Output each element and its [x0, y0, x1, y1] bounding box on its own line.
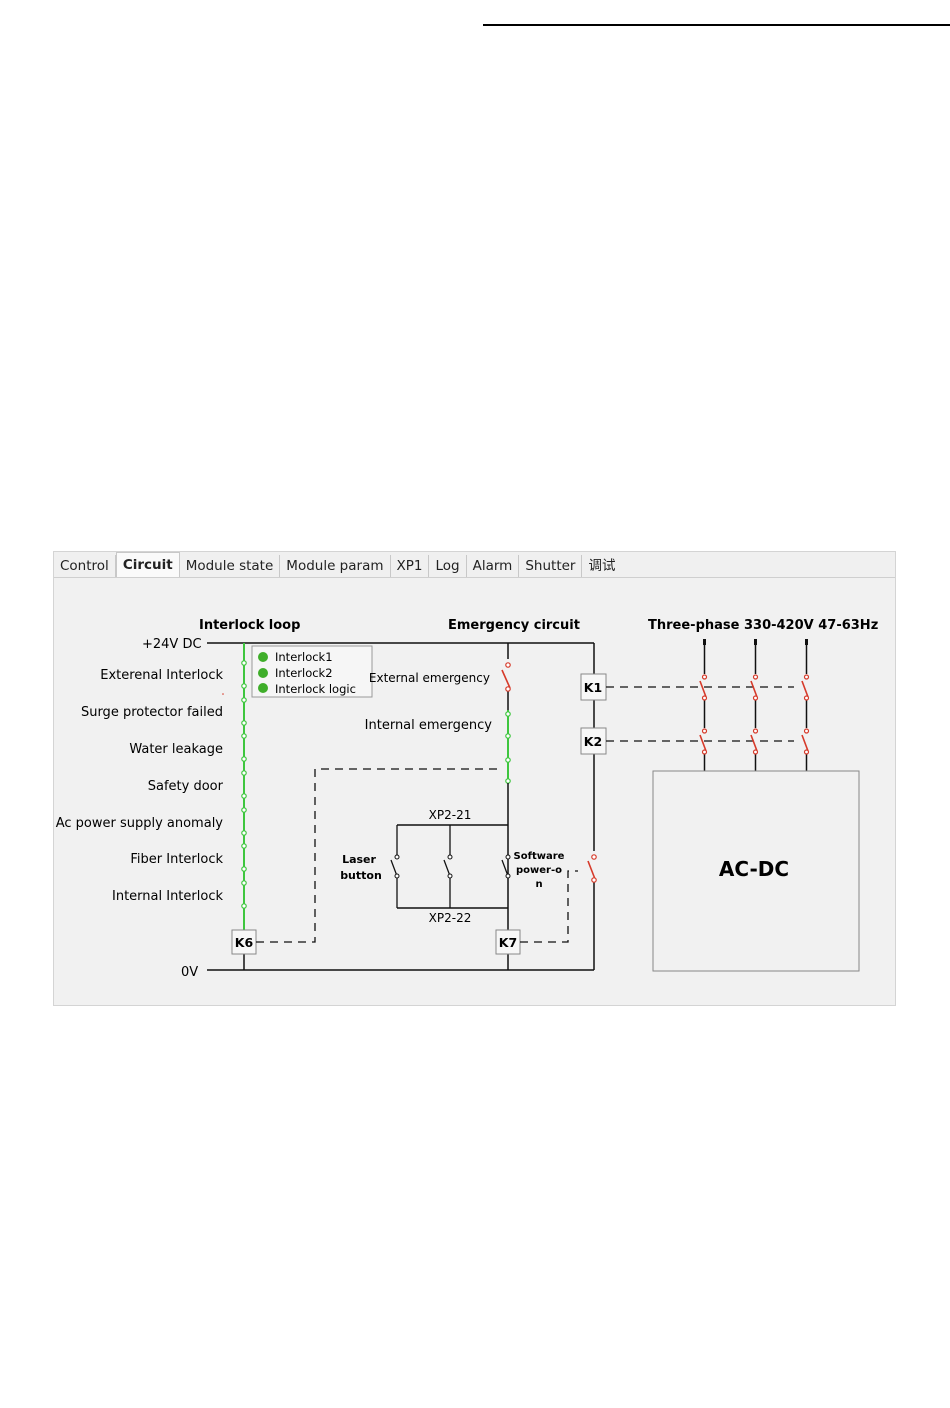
- relay-k7: [495, 929, 521, 955]
- circuit-diagram: Interlock loop Emergency circuit Three-p…: [56, 618, 879, 980]
- phase-line: [801, 639, 810, 771]
- phase-line: [699, 639, 708, 771]
- switch-contact: [505, 662, 511, 668]
- relay-k6-label: K6: [235, 935, 254, 950]
- phase-line: [750, 639, 759, 771]
- laser-button-contacts: [394, 854, 511, 879]
- relay-k6: [231, 929, 257, 955]
- top-rule: [483, 24, 950, 26]
- tab-debug[interactable]: 调试: [588, 558, 616, 574]
- three-phase-lines: [699, 639, 810, 771]
- external-emergency-label: External emergency: [369, 671, 490, 685]
- interlock-item: Internal Interlock: [112, 889, 223, 904]
- ac-dc-label: AC-DC: [719, 857, 789, 881]
- emergency-contacts: [505, 711, 511, 784]
- tab-xp1[interactable]: XP1: [391, 555, 430, 577]
- heading-interlock-loop: Interlock loop: [199, 618, 300, 633]
- interlock-item: Safety door: [148, 779, 224, 794]
- relay-k1-label: K1: [584, 680, 602, 695]
- relay-k7-label: K7: [499, 935, 517, 950]
- relay-k2-label: K2: [584, 734, 602, 749]
- tab-shutter[interactable]: Shutter: [519, 555, 583, 577]
- heading-three-phase: Three-phase 330-420V 47-63Hz: [648, 618, 878, 633]
- switch-contact: [591, 854, 597, 860]
- legend-box: [251, 645, 373, 698]
- switch-contact: [505, 686, 511, 692]
- status-led-icon: [258, 652, 268, 662]
- rail-24v-label: +24V DC: [142, 637, 202, 652]
- interlock-item: Surge protector failed: [81, 705, 223, 720]
- legend-interlock1: Interlock1: [275, 650, 333, 664]
- tab-module-param[interactable]: Module param: [280, 555, 391, 577]
- software-power-on-label: n: [535, 879, 542, 890]
- tab-control[interactable]: Control: [54, 555, 116, 577]
- red-dot: [222, 693, 224, 695]
- external-emergency-switch: [501, 669, 511, 689]
- ac-dc-block: [652, 770, 860, 972]
- interlock-contacts: [241, 660, 247, 909]
- circuit-panel: Control Circuit Module state Module para…: [53, 551, 896, 1006]
- legend-interlock-logic: Interlock logic: [275, 682, 356, 696]
- status-led-icon: [258, 668, 268, 678]
- laser-button-label: button: [340, 869, 382, 882]
- software-power-on-switch: [587, 860, 596, 880]
- xp2-22-label: XP2-22: [429, 911, 472, 925]
- internal-emergency-label: Internal emergency: [365, 718, 493, 733]
- switch-contact: [591, 877, 597, 883]
- xp2-21-label: XP2-21: [429, 808, 472, 822]
- interlock-item-labels: Exterenal Interlock Surge protector fail…: [56, 668, 224, 904]
- legend-interlock2: Interlock2: [275, 666, 333, 680]
- interlock-item: Fiber Interlock: [130, 852, 223, 867]
- status-led-icon: [258, 683, 268, 693]
- tab-alarm[interactable]: Alarm: [467, 555, 520, 577]
- tab-circuit[interactable]: Circuit: [115, 552, 180, 577]
- software-power-on-label: Software: [514, 851, 565, 862]
- tab-bar: Control Circuit Module state Module para…: [54, 552, 895, 578]
- laser-button-label: Laser: [342, 853, 376, 866]
- k6-dashed-link: [256, 768, 502, 943]
- rail-0v-label: 0V: [181, 965, 198, 980]
- interlock-item: Exterenal Interlock: [100, 668, 223, 683]
- heading-emergency-circuit: Emergency circuit: [448, 618, 580, 633]
- interlock-item: Water leakage: [129, 742, 223, 757]
- laser-button-switches: [390, 825, 509, 908]
- tab-module-state[interactable]: Module state: [180, 555, 281, 577]
- software-power-on-label: power-o: [516, 865, 562, 876]
- k7-dashed-link: [520, 870, 578, 943]
- interlock-item: Ac power supply anomaly: [56, 816, 224, 831]
- tab-log[interactable]: Log: [429, 555, 467, 577]
